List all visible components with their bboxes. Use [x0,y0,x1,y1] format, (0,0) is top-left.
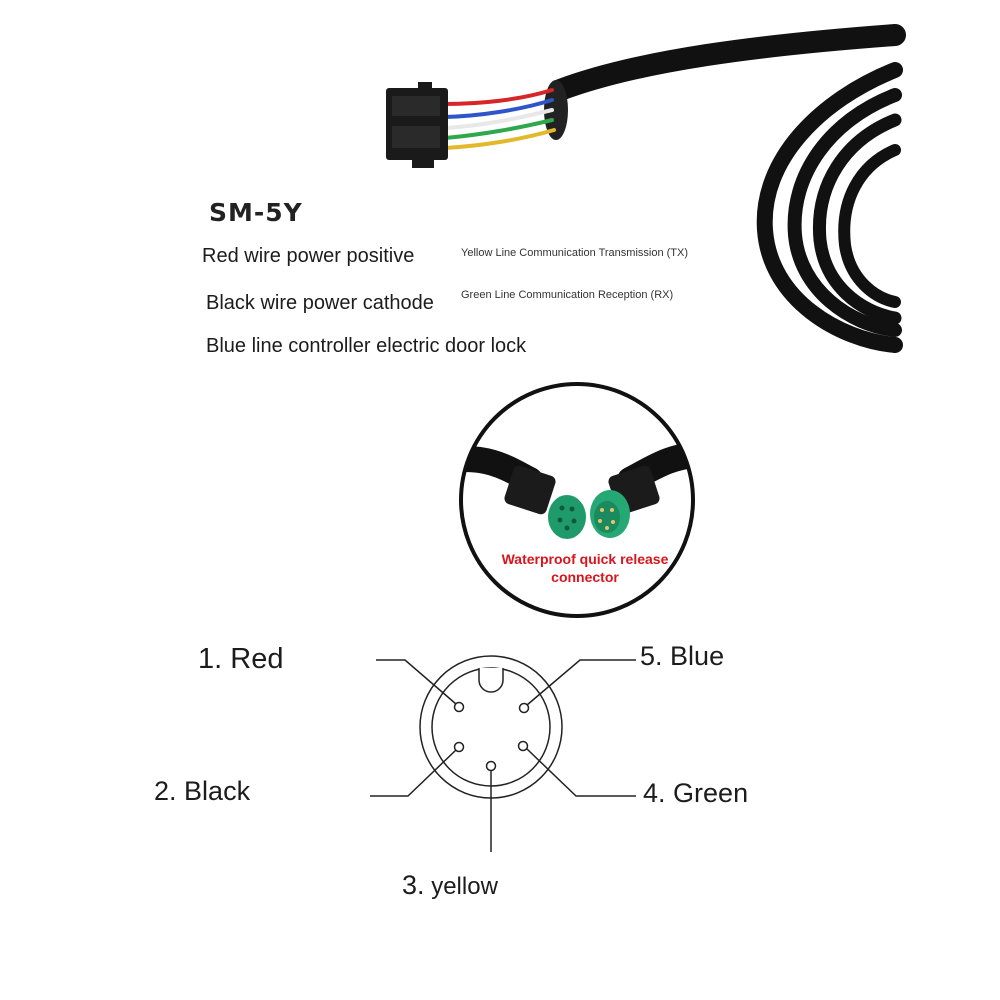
molex-connector [386,82,448,168]
leader-line-1 [376,659,457,705]
main-cable [549,24,906,101]
pin-label-3: 3. yellow [402,870,498,901]
pin-label-1: 1. Red [198,643,283,676]
pin-color: Black [184,776,251,806]
pin-1-red [453,701,465,713]
pin-color: Green [673,778,749,808]
callout-line-1: Waterproof quick release [501,551,669,567]
pin-number: 5. [640,641,663,671]
wires [443,88,556,150]
key-notch [478,668,504,693]
leader-line-5 [526,659,636,706]
pin-2-black [453,741,465,753]
pin-number: 2. [154,776,177,806]
waterproof-callout: Waterproof quick release connector [480,550,690,586]
blue-wire-description: Blue line controller electric door lock [206,335,527,357]
pin-color: Blue [670,641,725,671]
green-wire-description: Green Line Communication Reception (RX) [461,289,674,301]
leader-line-2 [370,749,457,797]
pin-5-blue [518,702,530,714]
pin-3-yellow [485,760,497,772]
pin-number: 3. [402,870,425,900]
female-connector-face [548,495,586,539]
product-title: SM-5Y [209,198,303,227]
callout-line-2: connector [551,569,619,585]
pin-color: yellow [431,873,498,900]
pin-color: Red [230,643,284,675]
cable-jacket-end [544,80,568,140]
black-wire-description: Black wire power cathode [206,292,434,314]
coiled-cable [756,62,903,353]
pin-label-2: 2. Black [154,776,250,807]
yellow-wire-description: Yellow Line Communication Transmission (… [461,247,689,259]
pin-number: 1. [198,643,223,675]
red-wire-description: Red wire power positive [202,245,415,267]
pin-label-5: 5. Blue [640,641,724,672]
inset-border [459,382,695,618]
pin-label-4: 4. Green [643,778,748,809]
leader-line-4 [526,748,636,797]
pin-number: 4. [643,778,666,808]
pin-4-green [517,740,529,752]
